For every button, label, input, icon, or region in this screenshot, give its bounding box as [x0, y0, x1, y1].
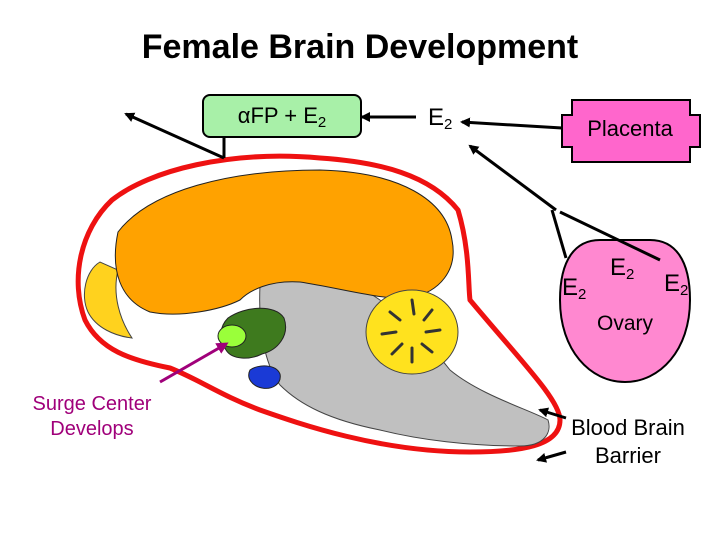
- olfactory-bulb: [84, 261, 134, 339]
- ovary-e2-mid-sub: 2: [626, 266, 635, 283]
- placenta-box: [561, 99, 701, 163]
- pituitary: [248, 365, 281, 389]
- surge-center-line1: Surge Center: [32, 393, 152, 415]
- cerebellum: [365, 289, 459, 375]
- arrow-ovary-up: [468, 144, 557, 212]
- e2-center-main: E: [428, 104, 445, 131]
- ovary-e2-right: E2: [664, 270, 688, 299]
- ovary-e2-right-main: E: [664, 270, 681, 297]
- ovary-label: Ovary: [596, 312, 653, 335]
- ovary-shape: [558, 239, 692, 384]
- afp-label-sub: 2: [317, 114, 327, 131]
- bbb-line2: Barrier: [594, 443, 661, 468]
- afp-e2-box: αFP + E2: [202, 94, 362, 138]
- blood-brain-barrier-label: Blood Brain Barrier: [556, 414, 700, 470]
- ovary-e2-left: E2: [562, 274, 586, 303]
- page-title: Female Brain Development: [141, 28, 579, 66]
- arrow-afp-out: [124, 112, 225, 160]
- ovary-e2-left-main: E: [562, 274, 579, 301]
- e2-center-sub: 2: [444, 116, 453, 133]
- arrow-bbb-lower: [536, 450, 567, 463]
- ovary-e2-mid: E2: [610, 254, 634, 283]
- arrow-bbb-upper: [538, 407, 567, 420]
- afp-label-main: αFP + E: [237, 103, 318, 128]
- arrow-surge-center: [159, 342, 229, 384]
- arrow-placenta-e2: [460, 117, 563, 130]
- bbb-line1: Blood Brain: [571, 415, 685, 440]
- ovary-e2-left-sub: 2: [578, 286, 587, 303]
- surge-center-label: Surge Center Develops: [22, 392, 162, 442]
- placenta-label: Placenta: [587, 116, 673, 141]
- surge-center-line2: Develops: [50, 418, 134, 440]
- ovary-line-left: [550, 209, 568, 259]
- ovary-e2-right-sub: 2: [680, 282, 689, 299]
- e2-center-label: E2: [428, 104, 452, 133]
- ovary-line-right: [559, 210, 661, 262]
- ovary-e2-mid-main: E: [610, 254, 627, 281]
- surge-center-nucleus: [217, 324, 247, 348]
